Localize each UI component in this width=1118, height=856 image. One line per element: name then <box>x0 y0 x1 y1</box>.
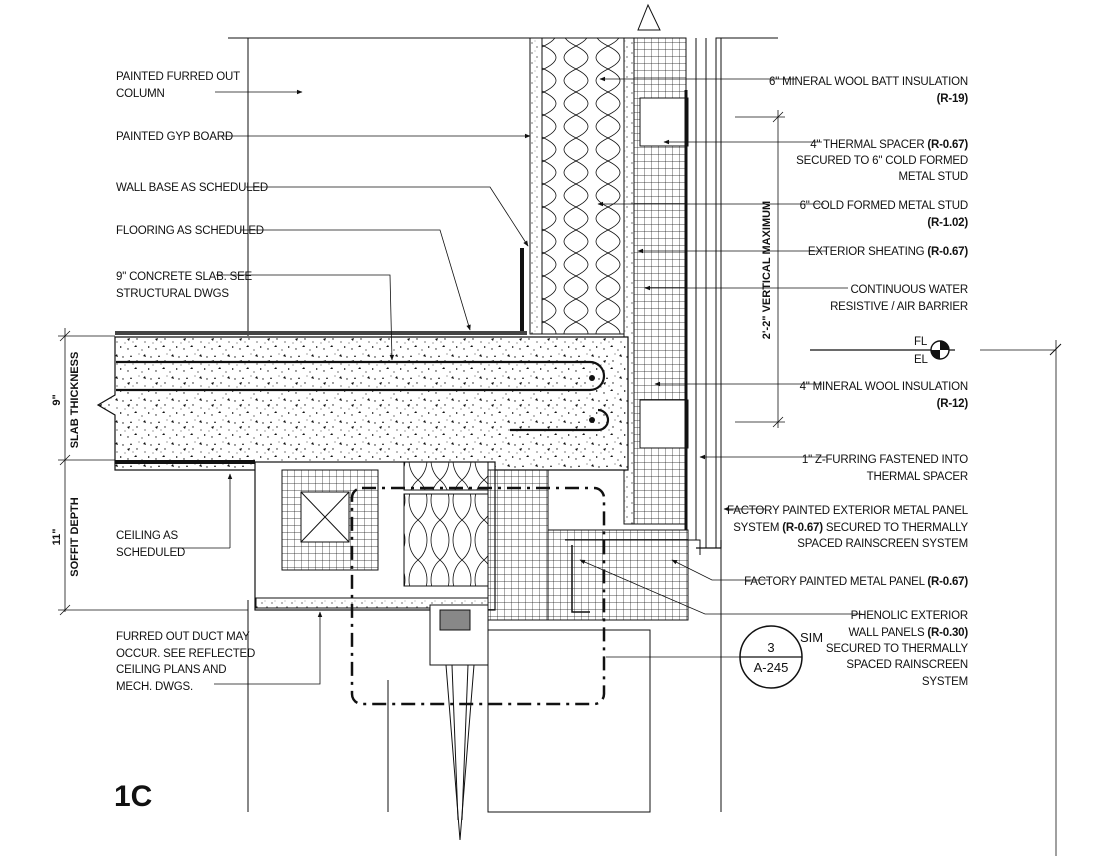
note-wall-base: WALL BASE AS SCHEDULED <box>116 182 268 194</box>
note-phenolic-1: PHENOLIC EXTERIOR <box>851 610 968 622</box>
note-ceiling-2: SCHEDULED <box>116 547 185 559</box>
note-phenolic-2a: WALL PANELS <box>848 627 927 639</box>
note-furred-column-2: COLUMN <box>116 88 165 100</box>
note-batt-1: 6" MINERAL WOOL BATT INSULATION <box>769 76 968 88</box>
note-stud-2: (R-1.02) <box>927 217 968 229</box>
note-panel-system-1: FACTORY PAINTED EXTERIOR METAL PANEL <box>727 505 969 517</box>
note-barrier-1: CONTINUOUS WATER <box>850 284 968 296</box>
elevation-marker <box>810 340 1062 856</box>
section-callout <box>739 625 803 689</box>
note-panel-system-2a: SYSTEM <box>733 522 782 534</box>
note-wool4-1: 4" MINERAL WOOL INSULATION <box>800 381 968 393</box>
callout-sim: SIM <box>800 630 823 645</box>
note-sheathing: EXTERIOR SHEATING (R-0.67) <box>808 246 968 258</box>
right-notes: 6" MINERAL WOOL BATT INSULATION (R-19) 4… <box>727 76 969 688</box>
note-wool4-2: (R-12) <box>937 398 969 410</box>
note-duct-1: FURRED OUT DUCT MAY <box>116 631 250 643</box>
detail-id: 1C <box>114 780 152 813</box>
left-dimensions <box>58 328 248 616</box>
note-spacer-1: 4" THERMAL SPACER (R-0.67) <box>810 139 968 151</box>
note-phenolic-2: WALL PANELS (R-0.30) <box>848 627 968 639</box>
note-panel-system-2c: SECURED TO THERMALLY <box>823 522 969 534</box>
left-notes: PAINTED FURRED OUT COLUMN PAINTED GYP BO… <box>116 71 268 693</box>
note-spacer-2: SECURED TO 6" COLD FORMED <box>796 155 968 167</box>
note-panel-system-2: SYSTEM (R-0.67) SECURED TO THERMALLY <box>733 522 968 534</box>
callout-sheet: A-245 <box>754 660 789 675</box>
dim-slab-label: SLAB THICKNESS <box>69 352 81 449</box>
note-duct-3: CEILING PLANS AND <box>116 664 226 676</box>
elev-el: EL <box>914 354 928 366</box>
note-metal-panel-a: FACTORY PAINTED METAL PANEL <box>744 576 927 588</box>
note-spacer-1a: 4" THERMAL SPACER <box>810 139 927 151</box>
note-metal-panel: FACTORY PAINTED METAL PANEL (R-0.67) <box>744 576 968 588</box>
concrete-slab <box>96 331 629 471</box>
note-sheathing-b: (R-0.67) <box>927 246 968 258</box>
dim-slab-value: 9" <box>51 394 63 405</box>
note-spacer-1b: (R-0.67) <box>927 139 968 151</box>
dim-soffit-label: SOFFIT DEPTH <box>69 497 81 577</box>
dim-vertical-max: 2'-2" VERTICAL MAXIMUM <box>761 201 773 339</box>
elev-fl: FL <box>914 336 928 348</box>
note-zfurring-1: 1" Z-FURRING FASTENED INTO <box>802 454 968 466</box>
soffit-assembly <box>254 461 701 841</box>
right-dimension <box>735 110 785 428</box>
note-panel-system-2b: (R-0.67) <box>782 522 823 534</box>
callout-number: 3 <box>767 640 774 655</box>
note-sheathing-a: EXTERIOR SHEATING <box>808 246 928 258</box>
note-panel-system-3: SPACED RAINSCREEN SYSTEM <box>797 538 968 550</box>
note-duct-2: OCCUR. SEE REFLECTED <box>116 648 255 660</box>
wall-assembly <box>520 3 722 549</box>
note-ceiling-1: CEILING AS <box>116 530 178 542</box>
note-duct-4: MECH. DWGS. <box>116 681 193 693</box>
note-phenolic-2b: (R-0.30) <box>927 627 968 639</box>
note-flooring: FLOORING AS SCHEDULED <box>116 225 264 237</box>
left-leaders <box>176 89 531 685</box>
note-batt-2: (R-19) <box>937 93 969 105</box>
note-stud-1: 6" COLD FORMED METAL STUD <box>800 200 968 212</box>
note-spacer-3: METAL STUD <box>898 171 968 183</box>
note-slab-1: 9" CONCRETE SLAB. SEE <box>116 271 253 283</box>
note-barrier-2: RESISTIVE / AIR BARRIER <box>830 301 968 313</box>
right-leaders <box>579 76 862 658</box>
note-furred-column-1: PAINTED FURRED OUT <box>116 71 240 83</box>
note-phenolic-5: SYSTEM <box>922 676 968 688</box>
note-metal-panel-b: (R-0.67) <box>927 576 968 588</box>
note-slab-2: STRUCTURAL DWGS <box>116 288 229 300</box>
note-phenolic-3: SECURED TO THERMALLY <box>826 643 969 655</box>
note-gyp-board: PAINTED GYP BOARD <box>116 131 233 143</box>
dim-soffit-value: 11" <box>51 529 63 546</box>
note-phenolic-4: SPACED RAINSCREEN <box>846 659 968 671</box>
note-zfurring-2: THERMAL SPACER <box>867 471 968 483</box>
